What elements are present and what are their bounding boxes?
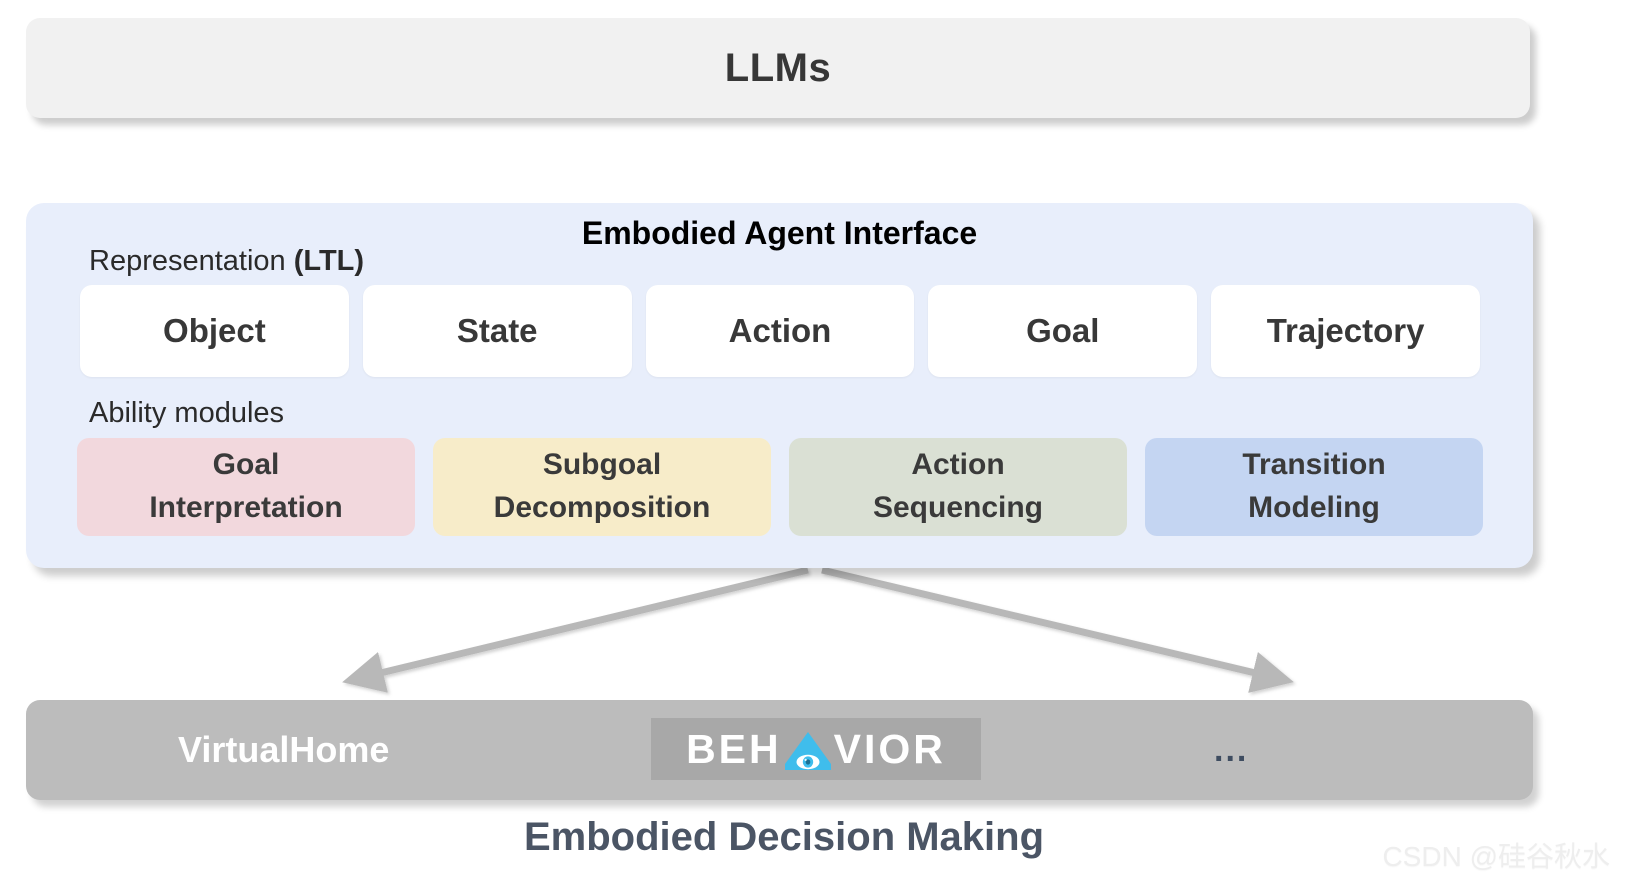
csdn-watermark: CSDN @硅谷秋水 bbox=[1382, 841, 1610, 872]
ability-module-subgoal-decomposition[interactable]: Subgoal Decomposition bbox=[433, 438, 771, 536]
representation-box-trajectory[interactable]: Trajectory bbox=[1211, 285, 1480, 377]
representation-label-plain: Representation bbox=[89, 245, 294, 277]
ability-module-line2: Decomposition bbox=[493, 491, 711, 524]
ability-module-transition-modeling[interactable]: Transition Modeling bbox=[1145, 438, 1483, 536]
llms-box: LLMs bbox=[26, 18, 1530, 118]
representation-boxes-row: Object State Action Goal Trajectory bbox=[80, 285, 1480, 377]
ability-module-line1: Action bbox=[911, 448, 1005, 482]
behavior-logo-text-after: VIOR bbox=[833, 725, 946, 772]
bottom-caption: Embodied Decision Making bbox=[523, 815, 1045, 859]
arrow-interface-to-virtualhome bbox=[342, 566, 809, 693]
ability-module-goal-interpretation[interactable]: Goal Interpretation bbox=[77, 438, 415, 536]
simulator-more-ellipsis[interactable]: ... bbox=[1214, 730, 1249, 769]
simulator-virtualhome-label[interactable]: VirtualHome bbox=[178, 729, 390, 770]
ability-module-line2: Modeling bbox=[1248, 491, 1380, 524]
representation-box-object[interactable]: Object bbox=[80, 285, 349, 377]
simulators-bar: VirtualHome BEH bbox=[26, 700, 1533, 800]
representation-section-label: Representation (LTL) bbox=[89, 245, 364, 278]
ability-module-line2: Interpretation bbox=[149, 491, 343, 524]
representation-box-state[interactable]: State bbox=[362, 285, 632, 377]
embodied-agent-interface-panel: Embodied Agent Interface Representation … bbox=[26, 203, 1533, 568]
behavior-logo-text-before: BEH bbox=[686, 725, 782, 772]
ability-modules-section-label: Ability modules bbox=[89, 397, 285, 429]
ability-module-line2: Sequencing bbox=[872, 491, 1044, 524]
arrow-interface-to-other bbox=[821, 566, 1294, 693]
ability-modules-row: Goal Interpretation Subgoal Decompositio… bbox=[77, 438, 1483, 536]
behavior-house-eye-icon bbox=[784, 731, 832, 771]
ability-module-line1: Transition bbox=[1242, 448, 1386, 482]
behavior-logo-wordmark: BEH VIOR bbox=[686, 726, 946, 773]
simulator-behavior-logo[interactable]: BEH VIOR bbox=[651, 718, 981, 780]
interface-panel-title: Embodied Agent Interface bbox=[581, 215, 978, 251]
ability-module-line1: Goal bbox=[212, 448, 280, 482]
ability-module-action-sequencing[interactable]: Action Sequencing bbox=[789, 438, 1127, 536]
representation-box-action[interactable]: Action bbox=[645, 285, 915, 377]
representation-label-bold: (LTL) bbox=[293, 245, 365, 277]
representation-box-goal[interactable]: Goal bbox=[928, 285, 1198, 377]
ability-module-line1: Subgoal bbox=[542, 448, 662, 482]
llms-label: LLMs bbox=[724, 45, 832, 90]
